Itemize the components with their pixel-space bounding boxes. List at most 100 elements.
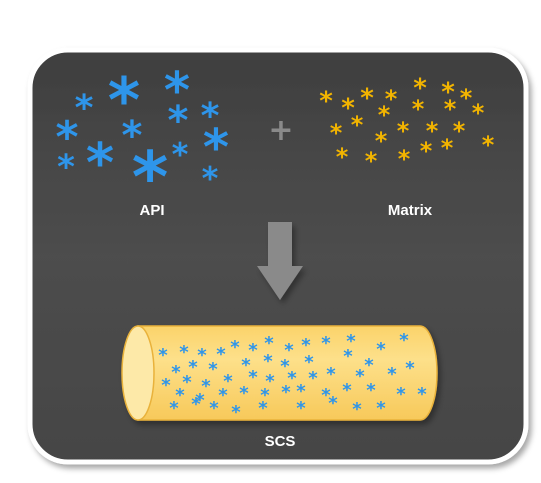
scs-label: SCS [264, 433, 296, 450]
asterisk-icon: * [328, 393, 338, 414]
asterisk-icon: * [444, 95, 457, 123]
asterisk-icon: * [55, 112, 78, 163]
asterisk-icon: * [341, 93, 355, 123]
asterisk-icon: * [387, 364, 397, 385]
asterisk-icon: * [122, 113, 143, 159]
asterisk-icon: * [308, 368, 318, 389]
asterisk-icon: * [188, 357, 198, 378]
asterisk-icon: * [209, 398, 219, 419]
asterisk-icon: * [231, 402, 241, 423]
asterisk-icon: * [57, 148, 75, 188]
asterisk-icon: * [296, 398, 306, 419]
asterisk-icon: * [343, 346, 353, 367]
asterisk-icon: * [132, 137, 169, 219]
asterisk-icon: * [364, 355, 374, 376]
asterisk-icon: * [168, 98, 189, 144]
asterisk-icon: * [375, 127, 388, 155]
asterisk-icon: * [336, 143, 349, 171]
plus-operator: + [268, 113, 293, 148]
asterisk-icon: * [280, 356, 290, 377]
asterisk-icon: * [360, 83, 374, 113]
asterisk-icon: * [365, 147, 378, 175]
asterisk-icon: * [158, 345, 168, 366]
asterisk-icon: * [420, 137, 433, 165]
asterisk-icon: * [264, 333, 274, 354]
asterisk-icon: * [355, 366, 365, 387]
api-particle-cluster: ************* [55, 62, 229, 219]
asterisk-icon: * [441, 77, 455, 107]
asterisk-icon: * [284, 340, 294, 361]
asterisk-icon: * [376, 339, 386, 360]
asterisk-icon: * [248, 340, 258, 361]
asterisk-icon: * [321, 385, 331, 406]
asterisk-icon: * [453, 117, 466, 145]
asterisk-icon: * [351, 111, 364, 139]
asterisk-icon: * [399, 330, 409, 351]
asterisk-icon: * [301, 335, 311, 356]
matrix-particle-cluster: *********************** [319, 73, 495, 175]
asterisk-icon: * [218, 385, 228, 406]
asterisk-icon: * [405, 358, 415, 379]
asterisk-icon: * [441, 134, 454, 162]
asterisk-icon: * [169, 398, 179, 419]
cylinder-cap [121, 325, 155, 421]
asterisk-icon: * [197, 345, 207, 366]
asterisk-icon: * [195, 390, 205, 411]
asterisk-icon: * [172, 136, 189, 174]
asterisk-icon: * [108, 64, 140, 137]
asterisk-icon: * [260, 385, 270, 406]
asterisk-icon: * [296, 381, 306, 402]
cylinder-icon [121, 325, 438, 421]
asterisk-icon: * [413, 73, 427, 103]
asterisk-icon: * [241, 355, 251, 376]
asterisk-icon: * [378, 101, 391, 129]
asterisk-icon: * [346, 331, 356, 352]
asterisk-icon: * [75, 88, 94, 129]
asterisk-icon: * [223, 371, 233, 392]
asterisk-icon: * [472, 99, 485, 127]
asterisk-icon: * [326, 364, 336, 385]
asterisk-icon: * [171, 362, 181, 383]
asterisk-icon: * [412, 95, 425, 123]
asterisk-icon: * [216, 344, 226, 365]
asterisk-icon: * [366, 380, 376, 401]
asterisk-icon: * [352, 399, 362, 420]
asterisk-icon: * [398, 145, 411, 173]
dispersed-particle-cluster: ****************************************… [158, 330, 427, 423]
asterisk-icon: * [230, 337, 240, 358]
asterisk-icon: * [281, 382, 291, 403]
asterisk-icon: * [164, 62, 190, 120]
asterisk-icon: * [182, 372, 192, 393]
asterisk-icon: * [319, 86, 333, 116]
asterisk-icon: * [202, 160, 219, 198]
asterisk-icon: * [397, 117, 410, 145]
asterisk-icon: * [426, 117, 439, 145]
asterisk-icon: * [396, 384, 406, 405]
cylinder-body [137, 325, 438, 421]
asterisk-icon: * [342, 380, 352, 401]
asterisk-icon: * [376, 398, 386, 419]
asterisk-icon: * [208, 359, 218, 380]
asterisk-icon: * [191, 394, 201, 415]
asterisk-icon: * [460, 84, 473, 112]
asterisk-icon: * [201, 376, 211, 397]
asterisk-icon: * [248, 367, 258, 388]
asterisk-icon: * [201, 96, 220, 137]
matrix-label: Matrix [387, 202, 433, 219]
asterisk-icon: * [203, 119, 229, 177]
api-label: API [139, 202, 165, 219]
asterisk-icon: * [161, 375, 171, 396]
asterisk-icon: * [417, 384, 427, 405]
asterisk-icon: * [265, 371, 275, 392]
asterisk-icon: * [175, 385, 185, 406]
asterisk-icon: * [86, 132, 114, 195]
asterisk-icon: * [258, 398, 268, 419]
asterisk-icon: * [263, 351, 273, 372]
asterisk-icon: * [482, 131, 495, 159]
asterisk-icon: * [304, 352, 314, 373]
asterisk-icon: * [239, 383, 249, 404]
asterisk-icon: * [385, 85, 398, 113]
asterisk-icon: * [287, 368, 297, 389]
